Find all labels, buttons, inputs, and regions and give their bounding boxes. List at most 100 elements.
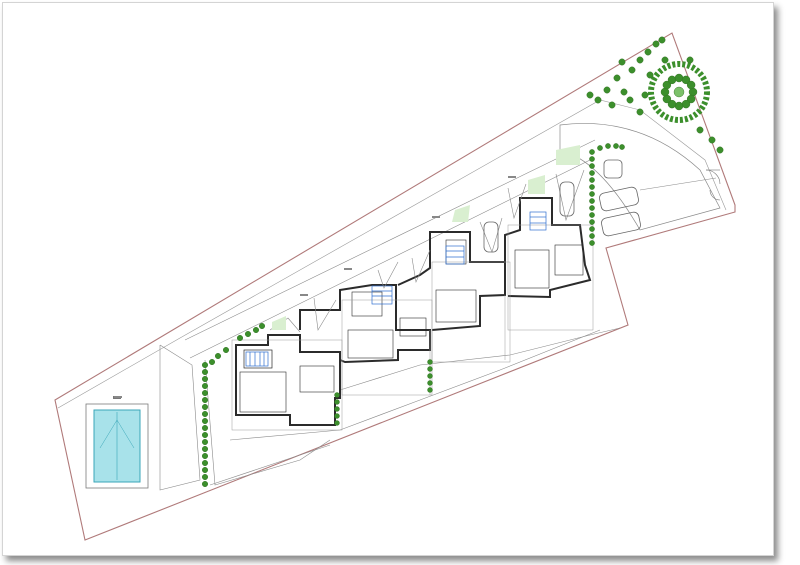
tree-icon <box>201 425 208 432</box>
tree-icon <box>696 126 704 134</box>
tree-icon <box>589 205 595 211</box>
tree-icon <box>427 366 433 372</box>
townhouse-row <box>235 197 592 426</box>
tree-icon <box>661 56 669 64</box>
tree-icon <box>686 94 696 104</box>
tree-icon <box>201 362 208 369</box>
tree-icon <box>636 108 644 116</box>
stair-icon <box>245 211 547 367</box>
tree-icon <box>594 96 602 104</box>
tree-icon <box>708 136 716 144</box>
tree-icon <box>636 56 644 64</box>
tree-icon <box>603 86 611 94</box>
tree-icon <box>589 226 595 232</box>
inner-boundary <box>57 99 727 409</box>
tree-icon <box>427 359 433 365</box>
tree-icon <box>613 143 619 149</box>
tree-icon <box>252 327 259 334</box>
tree-icon <box>605 143 611 149</box>
tree-icon <box>597 145 603 151</box>
tree-icon <box>589 198 595 204</box>
tree-icon <box>652 40 660 48</box>
tree-icon <box>641 91 649 99</box>
townhouse-unit-1 <box>235 334 341 426</box>
tree-icon <box>201 376 208 383</box>
tree-icon <box>259 323 266 330</box>
tree-icon <box>334 420 340 426</box>
tree-icon <box>589 233 595 239</box>
tree-icon <box>589 184 595 190</box>
feature-tree-icon <box>648 61 710 123</box>
tree-icon <box>334 413 340 419</box>
tree-icon <box>201 453 208 460</box>
tree-icon <box>619 144 625 150</box>
tree-icon <box>646 71 654 79</box>
tree-icon <box>586 91 594 99</box>
tree-icon <box>589 212 595 218</box>
tree-icon <box>628 66 636 74</box>
tree-icon <box>334 406 340 412</box>
tree-icon <box>681 99 691 109</box>
tree-icon <box>201 446 208 453</box>
tree-icon <box>589 177 595 183</box>
tree-icon <box>201 460 208 467</box>
tree-icon <box>201 404 208 411</box>
townhouse-unit-4 <box>504 197 592 299</box>
tree-icon <box>667 75 677 85</box>
tree-icon <box>589 191 595 197</box>
tree-icon <box>334 399 340 405</box>
tree-icon <box>662 94 672 104</box>
tree-icon <box>716 146 724 154</box>
tree-icon <box>662 80 672 90</box>
tree-icon <box>674 101 684 111</box>
tree-icon <box>201 467 208 474</box>
tree-icon <box>589 219 595 225</box>
tree-icon <box>613 74 621 82</box>
tree-icon <box>667 99 677 109</box>
tree-icon <box>236 335 243 342</box>
garden-trees <box>201 36 724 488</box>
tree-icon <box>201 439 208 446</box>
tree-icon <box>589 156 595 162</box>
tree-icon <box>201 432 208 439</box>
tree-icon <box>201 397 208 404</box>
townhouse-unit-2 <box>299 284 431 364</box>
tree-icon <box>427 373 433 379</box>
tree-icon <box>644 48 652 56</box>
swimming-pool <box>85 396 149 489</box>
tree-icon <box>626 96 634 104</box>
tree-icon <box>427 387 433 393</box>
tree-icon <box>658 36 666 44</box>
tree-icon <box>201 418 208 425</box>
tree-icon <box>201 411 208 418</box>
door-swing-icon <box>705 169 721 201</box>
tree-icon <box>686 80 696 90</box>
tree-icon <box>208 359 215 366</box>
tree-icon <box>201 383 208 390</box>
tree-icon <box>620 88 628 96</box>
tree-icon <box>334 392 340 398</box>
tree-icon <box>686 56 694 64</box>
tree-icon <box>201 369 208 376</box>
tree-icon <box>681 75 691 85</box>
tree-icon <box>201 390 208 397</box>
tree-icon <box>589 163 595 169</box>
tree-icon <box>589 149 595 155</box>
tree-icon <box>222 347 229 354</box>
tree-icon <box>674 73 684 83</box>
tree-icon <box>608 101 616 109</box>
car-icon <box>483 159 641 253</box>
tree-icon <box>589 170 595 176</box>
tree-icon <box>688 87 698 97</box>
townhouse-unit-3 <box>397 231 506 331</box>
access-road <box>559 123 721 231</box>
tree-icon <box>427 380 433 386</box>
tree-icon <box>244 331 251 338</box>
tree-icon <box>673 86 685 98</box>
tree-icon <box>618 58 626 66</box>
tree-icon <box>660 87 670 97</box>
tree-icon <box>201 474 208 481</box>
tree-icon <box>201 481 208 488</box>
